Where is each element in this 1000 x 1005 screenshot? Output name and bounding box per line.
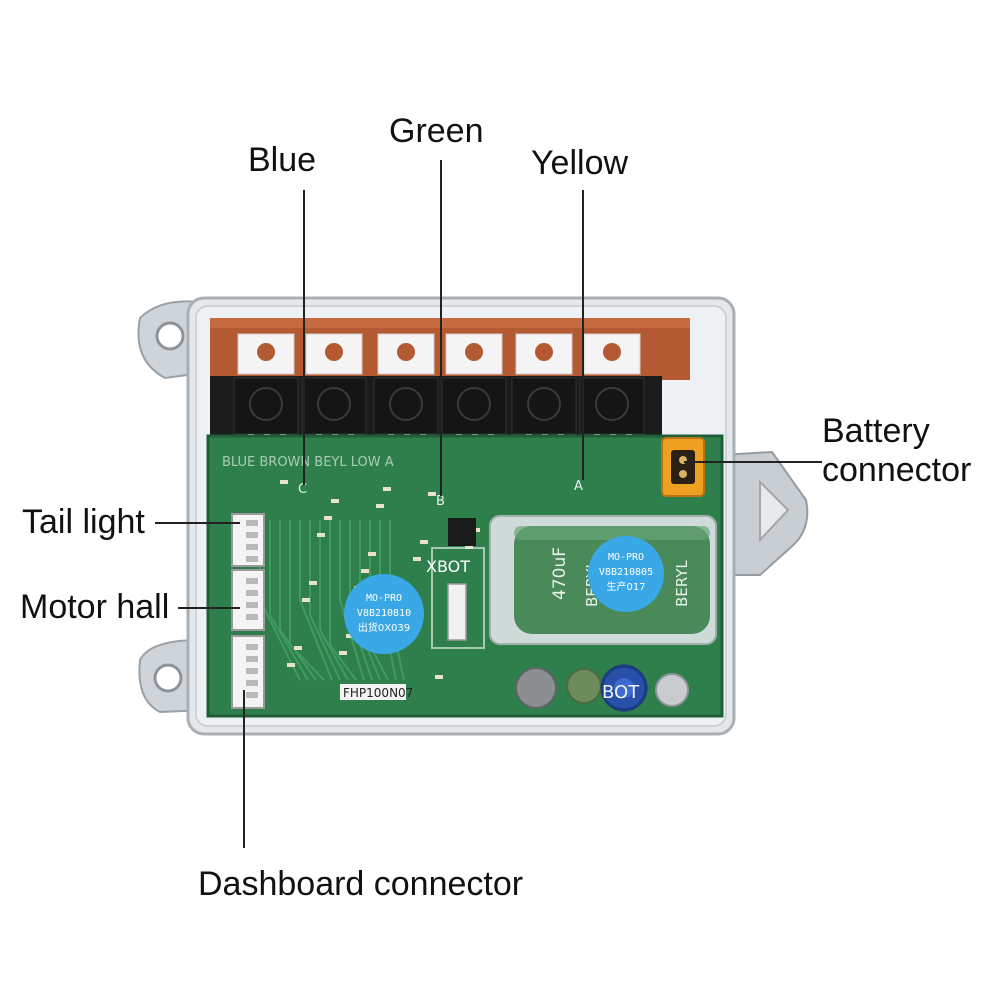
connector-pin (246, 644, 258, 650)
pcb-trace (299, 520, 333, 681)
connector-pin (246, 680, 258, 686)
label-yellow: Yellow (531, 144, 629, 182)
label-blue: Blue (248, 141, 317, 179)
smd-component (287, 663, 295, 667)
label-green: Green (389, 112, 484, 150)
mosfet-mark (527, 387, 561, 421)
sticker-left: MO-PRO V8B210810 出货0X039 (344, 574, 424, 654)
small-capacitors: BOT (515, 664, 689, 712)
smd-component (376, 504, 384, 508)
xbot-bottom-marking: BOT (602, 682, 640, 703)
connector-pin (246, 692, 258, 698)
sticker-right-line-2: V8B210805 (599, 567, 653, 578)
phase-c-marking: C (298, 482, 307, 497)
pcb-trace (289, 520, 325, 681)
housing-mount-ears (137, 300, 809, 714)
board-code-label-bg (340, 684, 406, 700)
connector-pin (246, 556, 258, 562)
sticker-left-line-3: 出货0X039 (358, 621, 410, 634)
smd-component (302, 598, 310, 602)
pcb-trace (309, 520, 341, 681)
sticker-left-line-1: MO-PRO (366, 593, 402, 604)
mosfet (441, 377, 507, 435)
mosfet (373, 377, 439, 435)
sticker-right-line-3: 生产017 (606, 580, 645, 593)
bulk-capacitor: 470uF BERYL BERYL MO-PRO V8B210805 生产017 (489, 515, 717, 645)
ic-chip (448, 518, 476, 546)
sticker-left-line-2: V8B210810 (357, 608, 411, 619)
mosfet-mark (317, 387, 351, 421)
xbot-marking: XBOT (426, 557, 470, 576)
header-connector (447, 583, 467, 641)
capacitor-value: 470uF (550, 547, 570, 600)
mosfet-tab-hole (603, 343, 621, 361)
connector-pin (246, 656, 258, 662)
mosfet-tab-hole (535, 343, 553, 361)
left-connectors (231, 513, 265, 709)
xbot-window (431, 547, 485, 649)
mosfet-tab-hole (397, 343, 415, 361)
pcb-trace (339, 520, 365, 681)
smd-component (309, 581, 317, 585)
mosfet-mark (389, 387, 423, 421)
connector-pin (246, 614, 258, 620)
label-battery-connector: Battery connector (822, 412, 972, 490)
label-motor-hall: Motor hall (20, 588, 170, 626)
phase-a-marking: A (574, 479, 583, 494)
leader-lines (155, 160, 822, 848)
mosfet-heatsink-row (210, 318, 690, 456)
mosfet (579, 377, 645, 435)
mosfet-tab-hole (465, 343, 483, 361)
smd-component (383, 487, 391, 491)
pcb-trace (329, 520, 357, 681)
smd-component (317, 533, 325, 537)
smd-component (361, 569, 369, 573)
mosfet-mark (249, 387, 283, 421)
smd-component (368, 552, 376, 556)
smd-component (413, 557, 421, 561)
smd-component (346, 634, 354, 638)
sticker-right-line-1: MO-PRO (608, 552, 644, 563)
smd-component (294, 646, 302, 650)
smd-component (339, 651, 347, 655)
connector-pin (246, 602, 258, 608)
battery-connector (661, 437, 705, 497)
connector-pin (246, 668, 258, 674)
smd-component (435, 675, 443, 679)
mosfet-tab-hole (257, 343, 275, 361)
connector-pin (246, 520, 258, 526)
smd-component (420, 540, 428, 544)
pcb-trace (279, 520, 317, 681)
mosfet-mark (595, 387, 629, 421)
mosfet (301, 377, 367, 435)
smd-component (280, 480, 288, 484)
pcb-trace (269, 520, 309, 681)
connector-pin (246, 590, 258, 596)
smd-component (331, 499, 339, 503)
phase-row-silkscreen: BLUE BROWN BEYL LOW A (222, 455, 394, 470)
mosfet-tab-hole (325, 343, 343, 361)
label-tail-light: Tail light (22, 503, 145, 541)
smd-component (428, 492, 436, 496)
label-dashboard-connector: Dashboard connector (198, 865, 524, 903)
smd-component (324, 516, 332, 520)
connector-pin (246, 578, 258, 584)
connector-pin (246, 544, 258, 550)
mosfet (511, 377, 577, 435)
phase-b-marking: B (436, 494, 445, 509)
mosfet-mark (457, 387, 491, 421)
capacitor-brand-right: BERYL (673, 560, 691, 607)
connector-pin (246, 532, 258, 538)
board-code: FHP100N07 (343, 686, 413, 700)
pcb-trace (319, 520, 349, 681)
mosfet (233, 377, 299, 435)
